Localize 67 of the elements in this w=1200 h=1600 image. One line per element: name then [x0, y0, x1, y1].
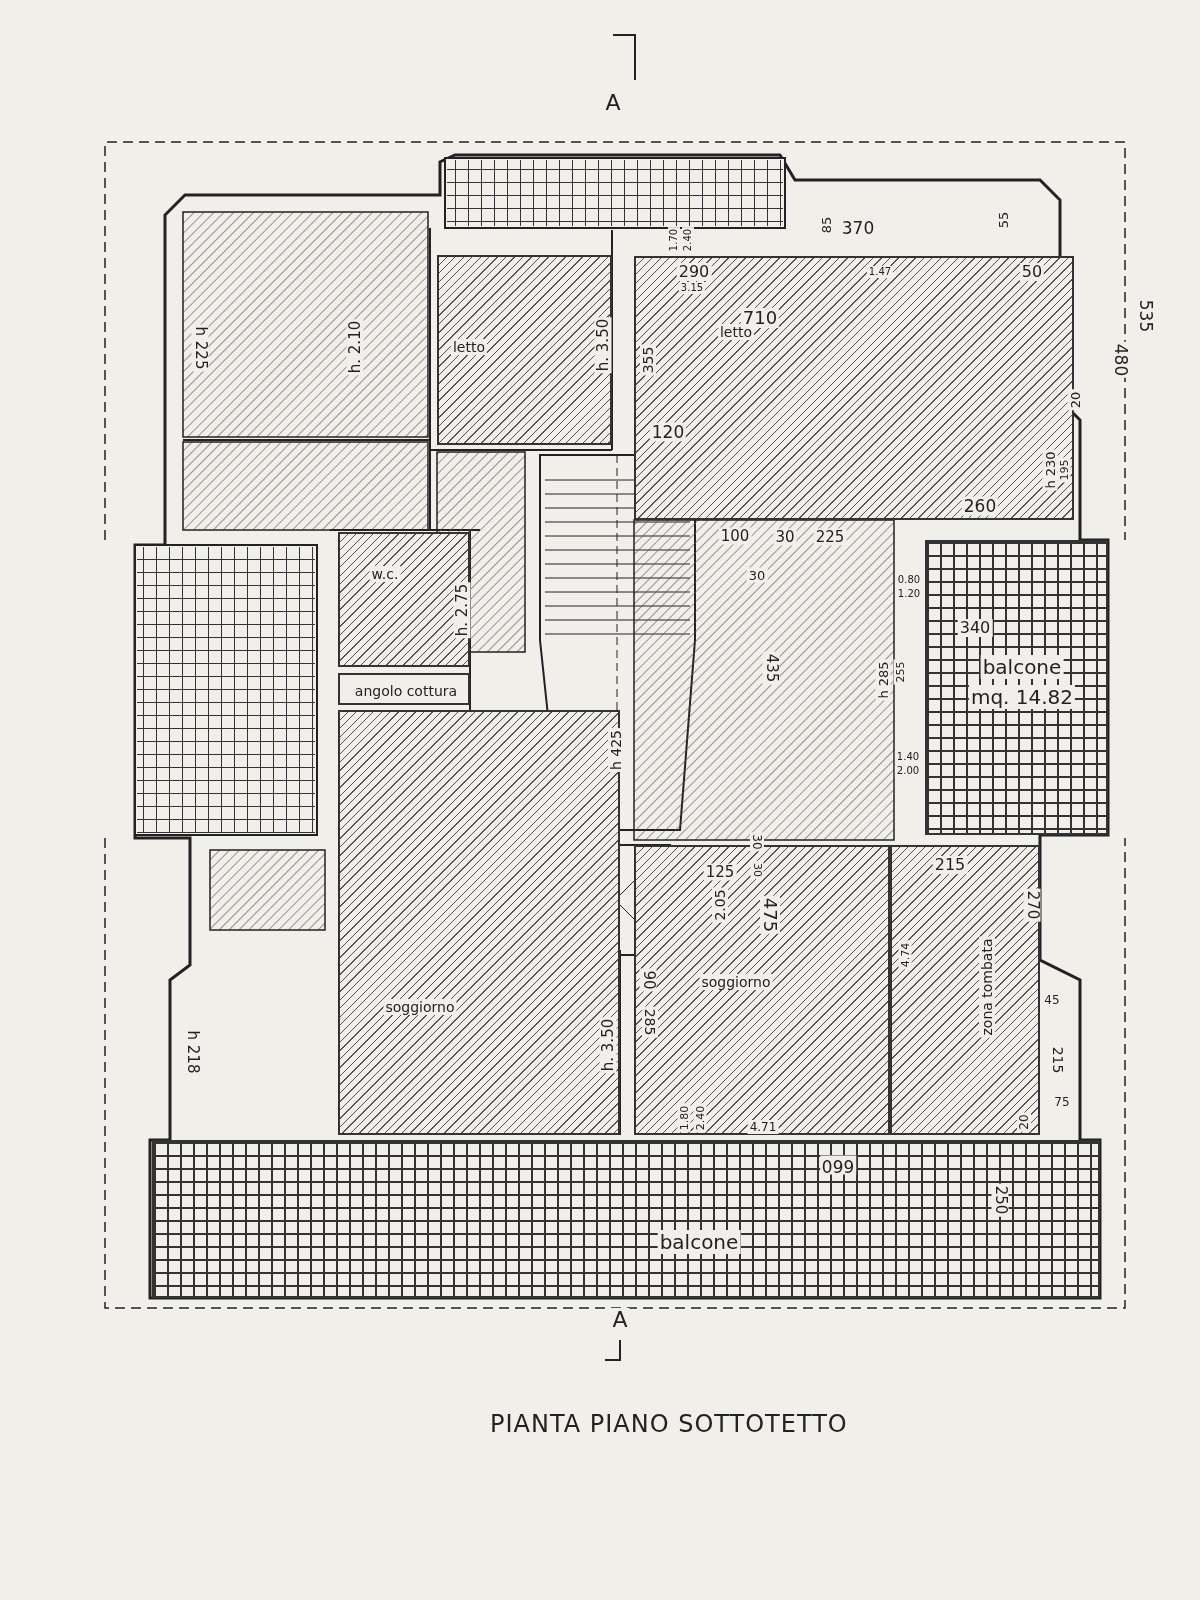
dimension-label: 20: [1067, 389, 1083, 411]
dimension-label: 475: [760, 895, 780, 935]
dimension-label: 2.40: [682, 226, 694, 254]
dimension-label: h. 3.50: [594, 316, 612, 374]
room-label: mq. 14.82: [968, 685, 1076, 709]
dimension-label: 215: [1050, 1044, 1066, 1076]
balcony-area: [925, 540, 1108, 835]
dimension-label: 1.47: [866, 266, 894, 278]
dimension-label: 1.70: [668, 226, 680, 254]
dimension-label: 260: [961, 496, 999, 516]
dimension-label: 4.74: [898, 940, 912, 970]
dimension-label: 285: [642, 1006, 658, 1038]
dimension-label: 125: [703, 863, 737, 881]
room-area: [437, 255, 612, 445]
room-area: [890, 845, 1040, 1135]
dimension-label: 3.15: [678, 282, 706, 294]
balcony-area: [152, 1140, 1100, 1298]
dimension-label: 195: [1057, 457, 1071, 483]
caption: PIANTA PIANO SOTTOTETTO: [490, 1410, 848, 1438]
dimension-label: 30: [750, 861, 764, 879]
room-area: [338, 710, 620, 1135]
dimension-label: 290: [676, 263, 712, 281]
dimension-label: 75: [1052, 1095, 1072, 1109]
room-label: w.c.: [369, 566, 401, 582]
dimension-label: 355: [640, 344, 656, 376]
dimension-label: 225: [813, 528, 847, 546]
dimension-label: h. 2.75: [453, 581, 471, 639]
dimension-label: 710: [740, 308, 780, 328]
dimension-label: 435: [762, 651, 780, 685]
dimension-label: 30: [746, 567, 768, 583]
dimension-label: 340: [957, 619, 993, 637]
dimension-label: 2.40: [693, 1103, 707, 1133]
room-label: letto: [451, 339, 487, 355]
dimension-label: 270: [1023, 888, 1041, 922]
dimension-label: 215: [932, 856, 968, 874]
room-area: [338, 673, 470, 705]
dimension-label: 1.40: [894, 751, 922, 763]
dimension-label: 660: [819, 1155, 857, 1175]
dimension-label: 30: [750, 832, 764, 852]
dimension-label: 0.80: [895, 574, 923, 586]
dimension-label: 20: [1017, 1112, 1031, 1132]
room-label: zona tombata: [979, 936, 995, 1038]
dimension-label: 2.00: [894, 765, 922, 777]
dimension-label: h. 2.10: [346, 318, 364, 376]
dimension-label: 30: [773, 528, 797, 546]
room-label: soggiorno: [699, 974, 773, 990]
dimension-label: 1.80: [677, 1103, 691, 1133]
room-label: balcone: [657, 1230, 741, 1254]
dimension-label: h. 3.50: [599, 1016, 617, 1074]
dimension-label: h 225: [191, 324, 209, 372]
dimension-label: 250: [991, 1183, 1009, 1217]
dimension-label: 1.20: [895, 588, 923, 600]
dimension-label: 4.71: [747, 1120, 779, 1134]
dimension-label: 50: [1019, 263, 1045, 281]
room-label: letto: [718, 324, 754, 340]
dimension-label: 255: [893, 659, 907, 685]
dimension-label: 45: [1042, 993, 1062, 1007]
dimension-label: 100: [718, 527, 752, 545]
dimension-label: 90: [639, 968, 657, 992]
dimension-label: h 230: [1042, 449, 1058, 491]
dimension-label: 2.05: [712, 887, 728, 923]
dimension-label: h 425: [608, 728, 624, 772]
room-area: [338, 532, 470, 667]
room-label: balcone: [980, 655, 1064, 679]
dimension-label: 120: [649, 422, 687, 442]
room-label: soggiorno: [383, 999, 457, 1015]
dimension-label: h 285: [875, 659, 891, 701]
